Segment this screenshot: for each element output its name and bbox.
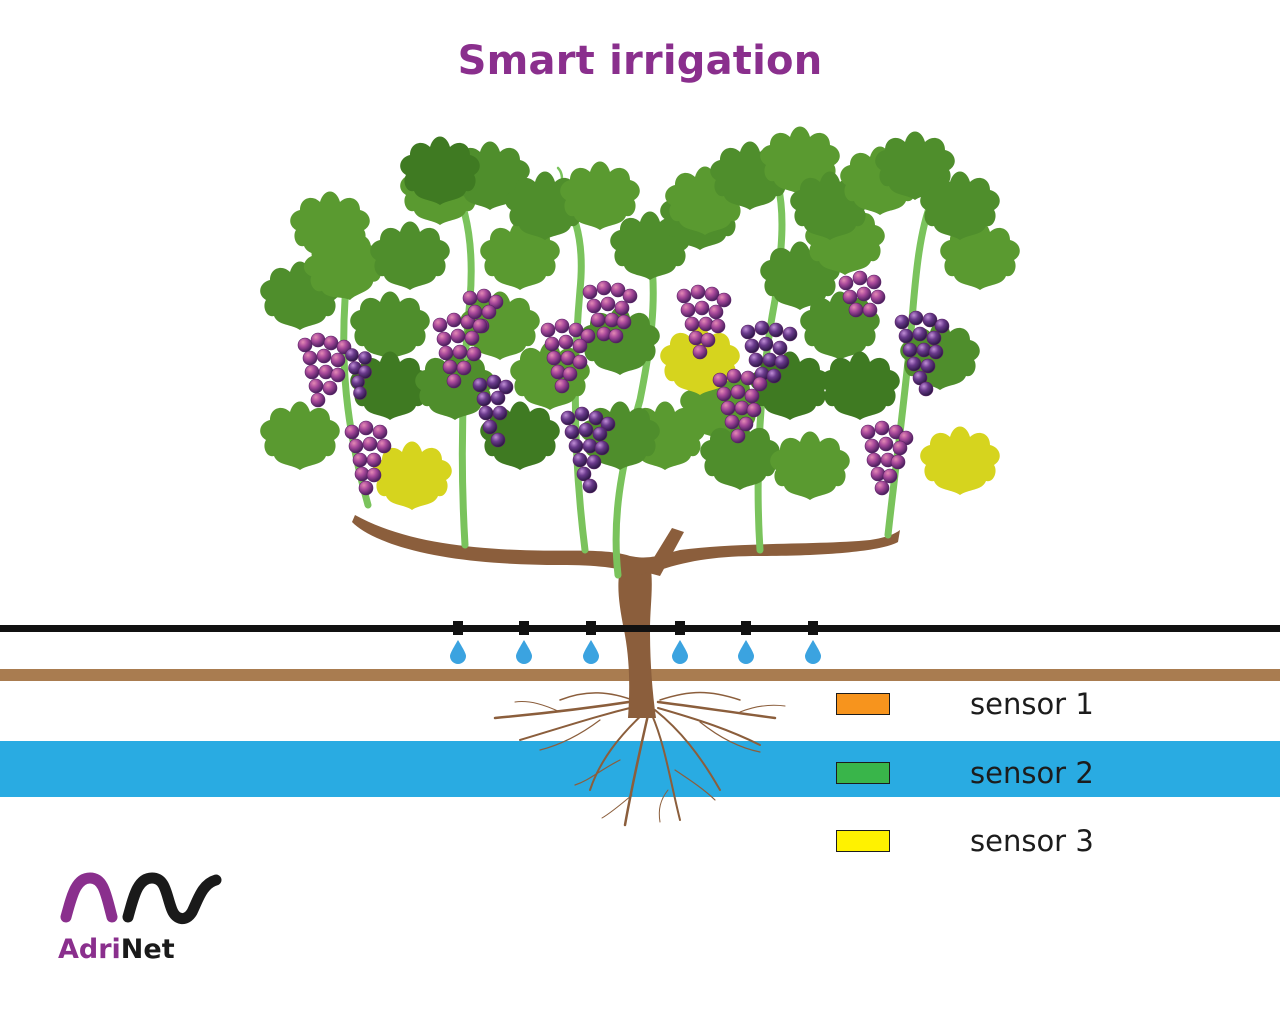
water-drop-icon [583, 640, 599, 664]
legend-item-sensor-1: sensor 1 [836, 687, 1136, 727]
grape-bunch [740, 320, 798, 384]
legend-swatch [836, 762, 890, 784]
dripper-icon [675, 621, 685, 635]
drip-pipe [0, 625, 1280, 632]
grape-bunch [582, 280, 638, 344]
drippers [453, 621, 818, 635]
legend-label: sensor 1 [970, 687, 1094, 721]
logo-text-adri: Adri [58, 934, 121, 965]
dripper-icon [453, 621, 463, 635]
water-drops [450, 640, 821, 664]
dripper-icon [519, 621, 529, 635]
grape-bunches [297, 270, 950, 496]
legend-item-sensor-3: sensor 3 [836, 824, 1136, 864]
grape-bunch [472, 374, 514, 448]
dripper-icon [808, 621, 818, 635]
water-drop-icon [672, 640, 688, 664]
grape-bunch [894, 310, 950, 397]
vine-cordon [352, 515, 900, 575]
legend-label: sensor 2 [970, 756, 1094, 790]
page-title: Smart irrigation [457, 38, 823, 84]
water-drop-icon [516, 640, 532, 664]
grape-bunch [462, 288, 504, 334]
legend-label: sensor 3 [970, 824, 1094, 858]
grape-bunch [344, 420, 392, 496]
logo: AdriNet [58, 934, 175, 965]
vine-cordon-up [645, 528, 684, 576]
dripper-icon [586, 621, 596, 635]
logo-icon [60, 872, 222, 924]
grape-bunch [712, 368, 768, 444]
dripper-icon [741, 621, 751, 635]
grape-bunch [345, 348, 372, 400]
water-drop-icon [805, 640, 821, 664]
grape-bunch [540, 318, 596, 394]
logo-text-net: Net [120, 934, 175, 965]
legend-item-sensor-2: sensor 2 [836, 756, 1136, 796]
legend-swatch [836, 693, 890, 715]
grape-bunch [676, 284, 732, 360]
grape-bunch [860, 420, 914, 496]
water-drop-icon [450, 640, 466, 664]
vine-trunk [618, 562, 656, 718]
grape-bunch [297, 332, 352, 408]
water-drop-icon [738, 640, 754, 664]
grape-bunch [838, 270, 886, 318]
legend-swatch [836, 830, 890, 852]
grape-bunch [560, 406, 616, 494]
